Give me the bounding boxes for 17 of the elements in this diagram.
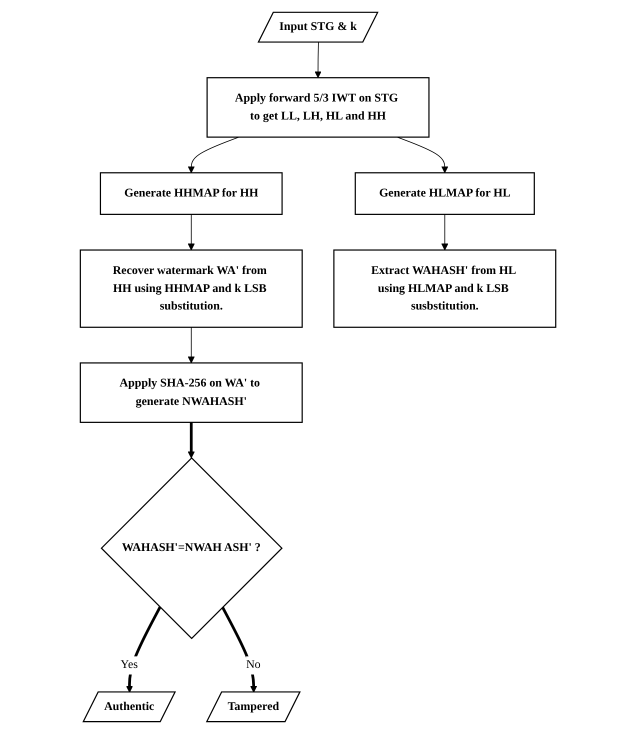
node-box: Appply SHA-256 on WA' to generate NWAHASH' xyxy=(80,362,304,423)
arrow xyxy=(188,422,196,458)
node-diamond: WAHASH'=NWAH ASH' ? xyxy=(101,457,284,640)
arrow xyxy=(442,214,449,250)
arrow xyxy=(222,606,258,693)
arrow xyxy=(126,606,162,693)
node-box: Generate HLMAP for HL xyxy=(355,172,536,215)
node-box: Extract WAHASH' from HL using HLMAP and k LSB susbstitution. xyxy=(334,249,557,328)
edge-label: Yes xyxy=(121,658,138,672)
arrow xyxy=(188,214,196,250)
arrow xyxy=(397,136,449,174)
node-box: Generate HHMAP for HH xyxy=(100,172,284,215)
node-box: Apply forward 5/3 IWT on STG to get LL, LH, HL and HH xyxy=(206,77,430,138)
arrow xyxy=(188,326,196,364)
node-box: Recover watermark WA' from HH using HHMAP and k LSB substitution. xyxy=(80,249,304,328)
arrow xyxy=(315,42,322,78)
edge-label: No xyxy=(246,658,262,672)
